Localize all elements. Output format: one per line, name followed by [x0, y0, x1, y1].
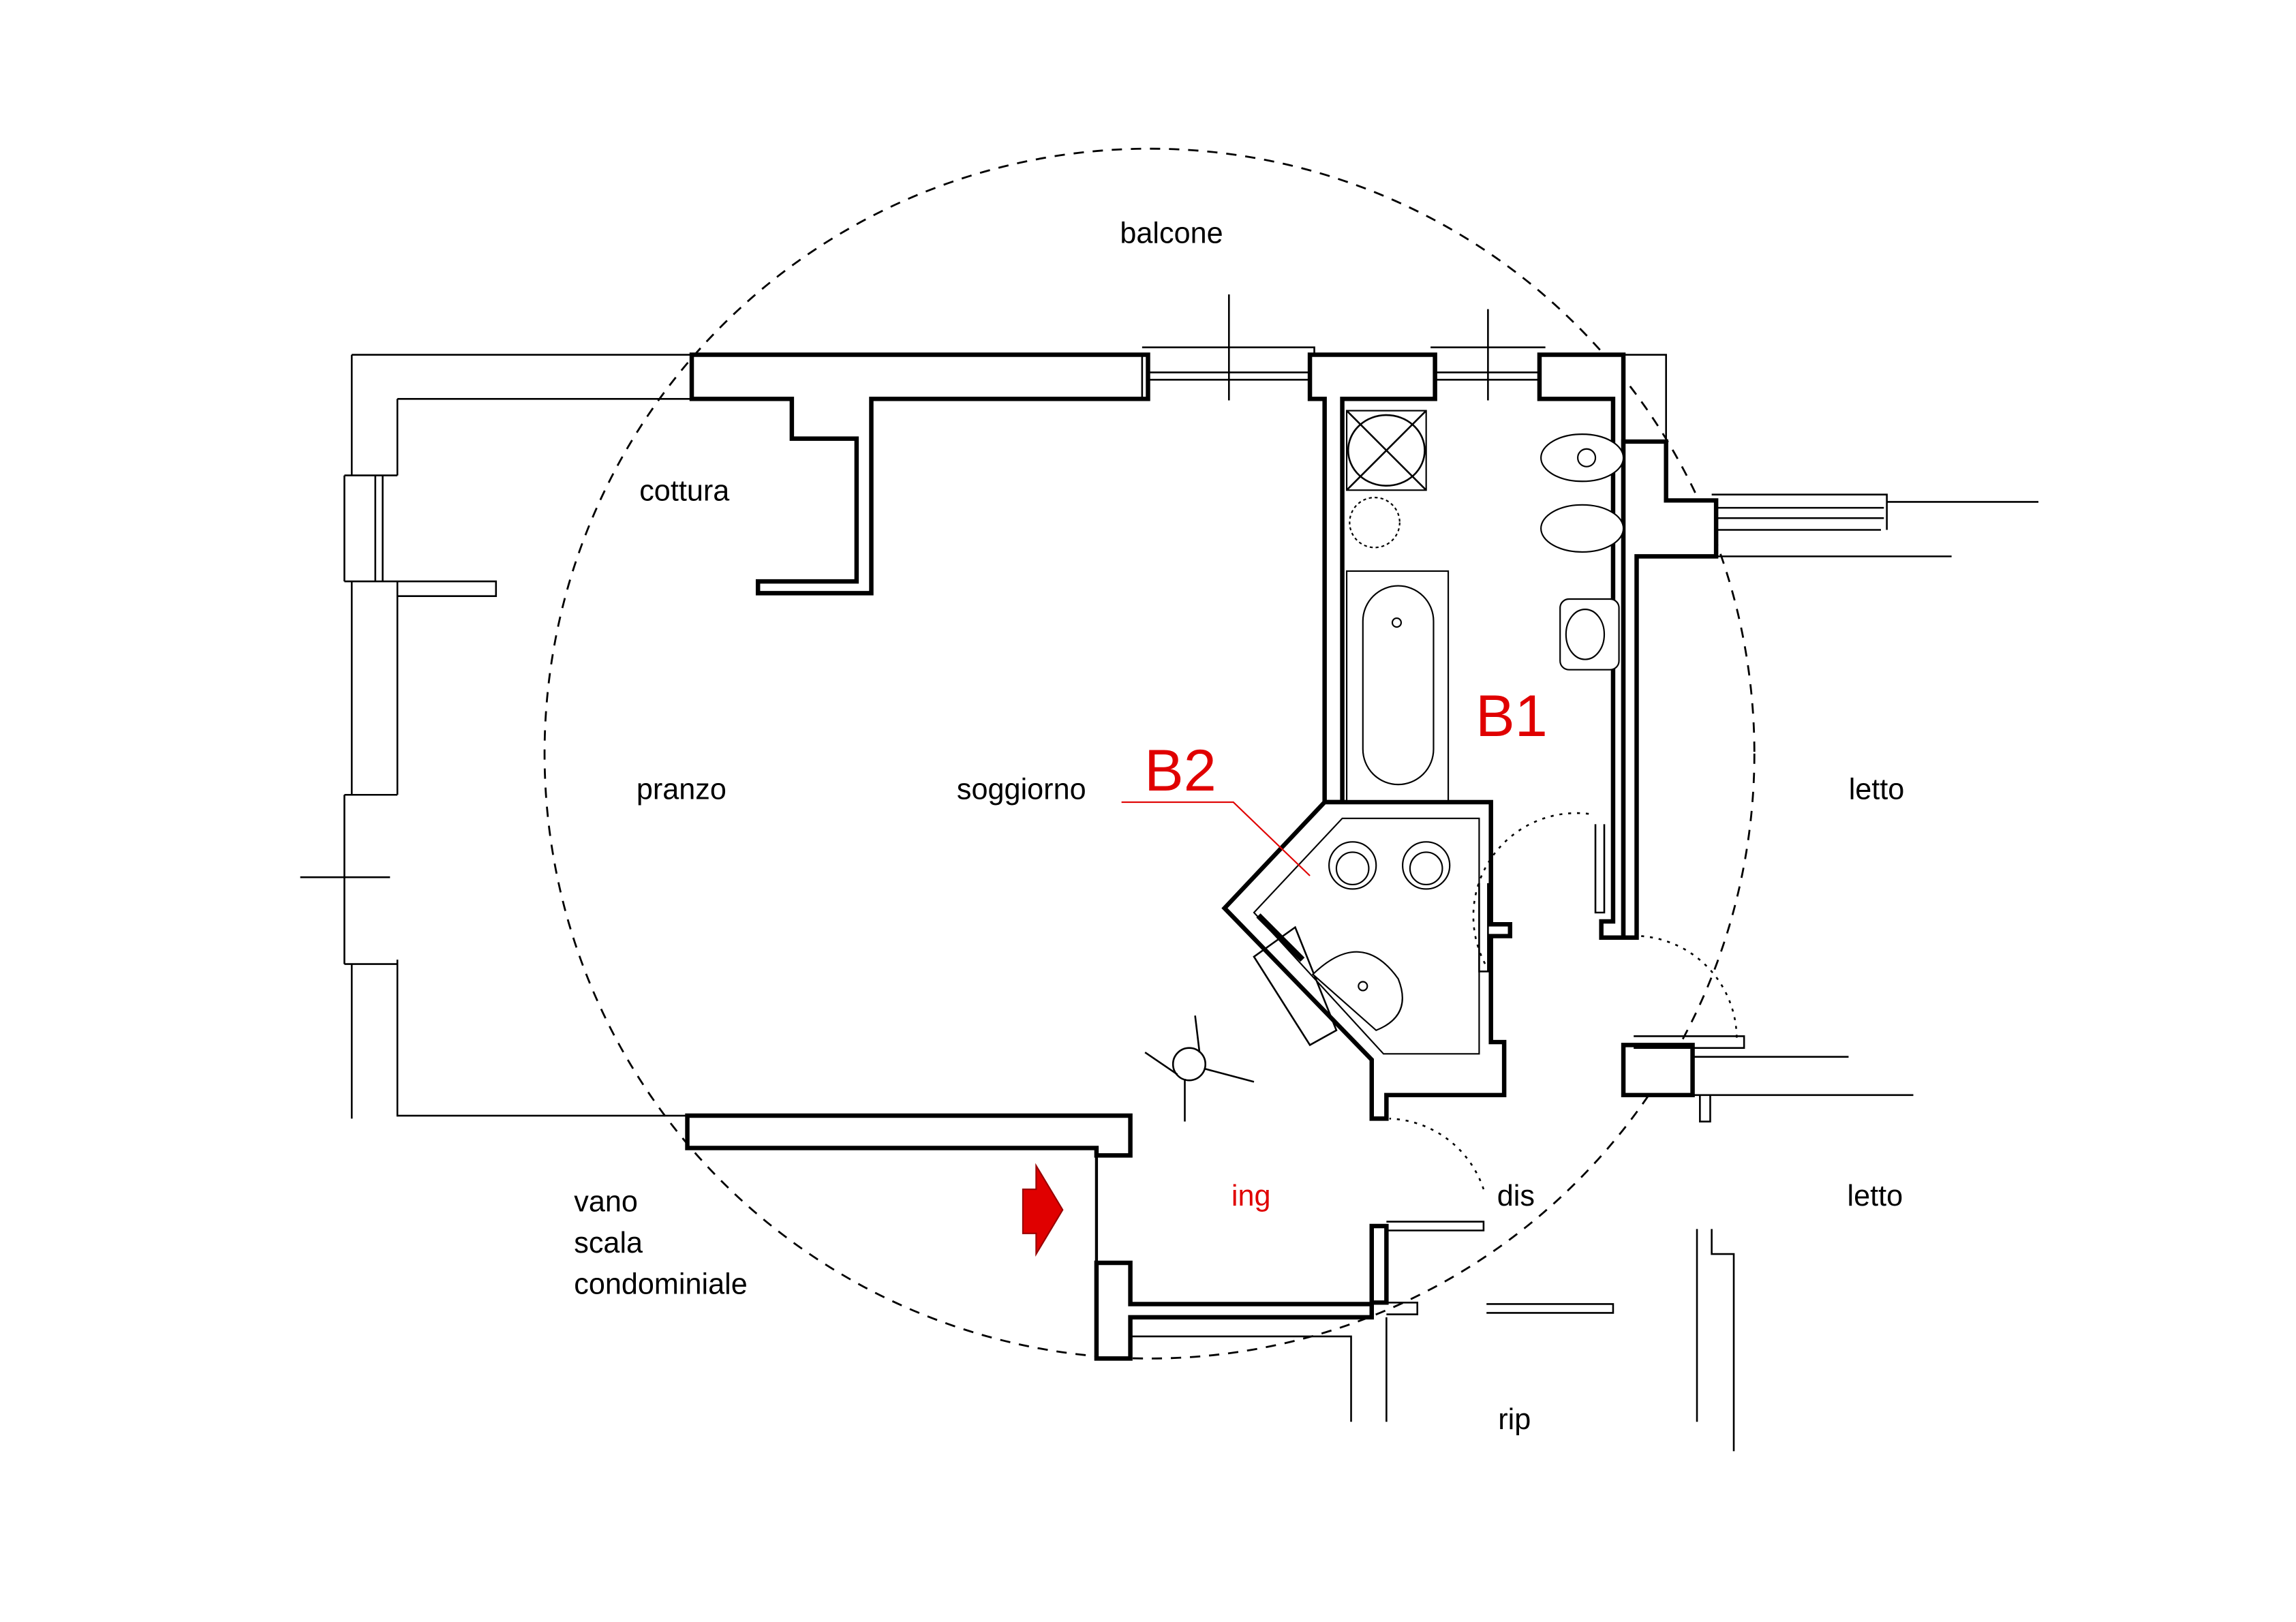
stair-label-line1: vano	[574, 1185, 638, 1218]
room-label-letto-top: letto	[1849, 774, 1905, 806]
b2-leader-line	[1121, 801, 1311, 876]
room-label-soggiorno: soggiorno	[957, 774, 1086, 806]
entrance-arrow-icon	[1022, 1163, 1064, 1257]
room-label-ing: ing	[1231, 1180, 1271, 1212]
room-label-rip: rip	[1498, 1403, 1531, 1436]
bidet-icon	[1540, 504, 1625, 553]
walls	[300, 294, 2039, 1452]
bathroom-marker-b2: B2	[1144, 738, 1216, 804]
stair-label-line2: scala	[574, 1227, 643, 1259]
person-figure-icon	[1144, 1015, 1255, 1122]
room-label-cottura: cottura	[639, 474, 730, 507]
room-label-dis: dis	[1497, 1180, 1535, 1212]
stair-label-line3: condominiale	[574, 1268, 748, 1300]
dashed-circle-outline	[543, 147, 1756, 1360]
washing-machine-icon	[1349, 496, 1400, 549]
corner-sink-icon	[1311, 951, 1403, 1032]
room-label-letto-bottom: letto	[1848, 1180, 1903, 1212]
bathroom-marker-b1: B1	[1475, 684, 1548, 749]
room-label-balcone: balcone	[1120, 217, 1223, 249]
room-label-pranzo: pranzo	[637, 774, 726, 806]
fixtures	[1311, 410, 1625, 1032]
